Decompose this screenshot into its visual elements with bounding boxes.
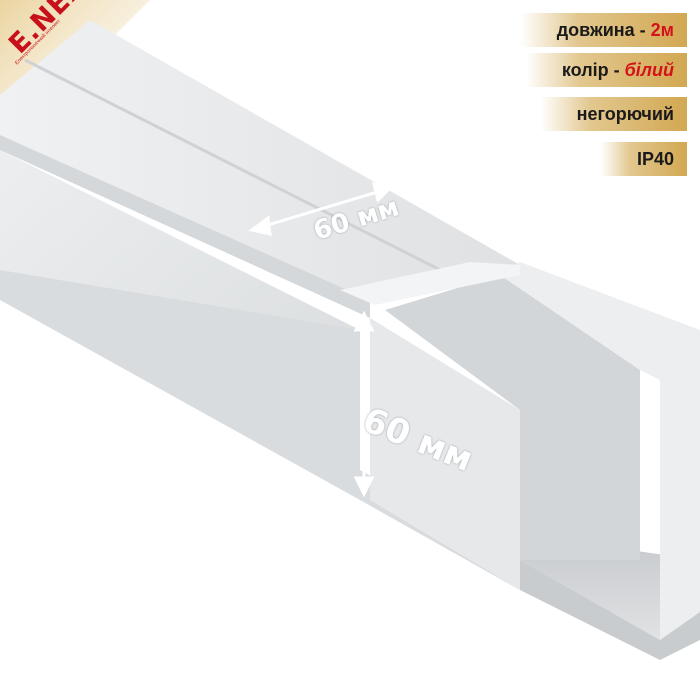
spec-fire-tag: негорючий [540,97,687,131]
spec-length-value: 2м [650,20,674,40]
spec-color-label: колір - [561,60,625,80]
duct-inner-back [385,275,640,560]
spec-color-tag: колір - білий [525,53,687,87]
height-label: 60 мм [357,400,479,481]
spec-color-value: білий [624,60,674,80]
width-label: 60 мм [310,192,403,247]
spec-length-tag: довжина - 2м [520,13,687,47]
spec-fire-label: негорючий [576,104,674,124]
duct-end-bottom [520,560,700,660]
duct-lid-end [340,262,520,305]
spec-ip-label: IP40 [636,149,674,169]
spec-ip-tag: IP40 [600,142,687,176]
duct-front-face [0,150,360,470]
spec-length-label: довжина - [556,20,651,40]
duct-end-right-wall [500,262,700,640]
duct-inner-floor [520,540,700,640]
logo-wordmark: E.NEXT [3,0,107,60]
enext-logo: E.NEXT Електротехнічний інтелект [0,0,110,110]
